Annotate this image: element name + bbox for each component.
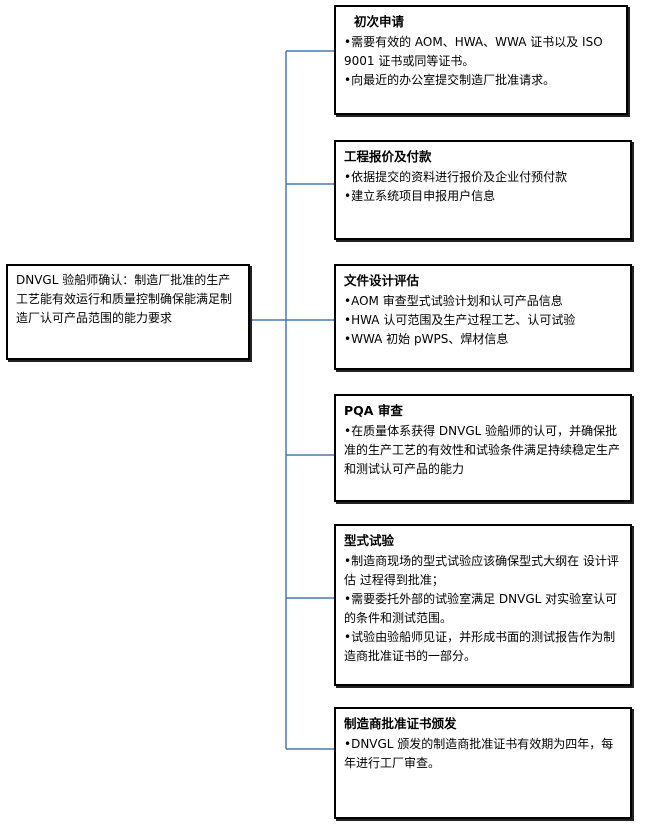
root-node: DNVGL 验船师确认：制造厂批准的生产工艺能有效运行和质量控制确保能满足制造厂…	[6, 264, 250, 360]
step-type-test: 型式试验 •制造商现场的型式试验应该确保型式大纲在 设计评估 过程得到批准； •…	[334, 524, 632, 686]
step-title: 文件设计评估	[344, 273, 420, 288]
step-initial-application: 初次申请 •需要有效的 AOM、HWA、WWA 证书以及 ISO 9001 证书…	[334, 5, 628, 115]
step-bullet: •需要有效的 AOM、HWA、WWA 证书以及 ISO 9001 证书或同等证书…	[344, 35, 603, 68]
step-bullet: •依据提交的资料进行报价及企业付预付款	[344, 170, 568, 184]
step-bullet: •需要委托外部的试验室满足 DNVGL 对实验室认可的条件和测试范围。	[344, 592, 618, 625]
step-bullet: •向最近的办公室提交制造厂批准请求。	[344, 73, 556, 87]
step-bullet: •制造商现场的型式试验应该确保型式大纲在 设计评估 过程得到批准；	[344, 554, 619, 587]
step-title: 工程报价及付款	[344, 149, 432, 164]
step-bullet: •AOM 审查型式试验计划和认可产品信息	[344, 294, 563, 308]
step-title: 制造商批准证书颁发	[344, 716, 457, 731]
step-quotation-payment: 工程报价及付款 •依据提交的资料进行报价及企业付预付款 •建立系统项目申报用户信…	[334, 140, 632, 240]
step-pqa-audit: PQA 审查 •在质量体系获得 DNVGL 验船师的认可，并确保批准的生产工艺的…	[334, 394, 632, 502]
step-bullet: •WWA 初始 pWPS、焊材信息	[344, 332, 509, 346]
step-bullet: •DNVGL 颁发的制造商批准证书有效期为四年，每年进行工厂审查。	[344, 737, 614, 770]
step-title: PQA 审查	[344, 403, 403, 418]
root-node-text: DNVGL 验船师确认：制造厂批准的生产工艺能有效运行和质量控制确保能满足制造厂…	[16, 273, 233, 325]
step-bullet: •HWA 认可范围及生产过程工艺、认可试验	[344, 313, 576, 327]
step-bullet: •在质量体系获得 DNVGL 验船师的认可，并确保批准的生产工艺的有效性和试验条…	[344, 424, 621, 476]
step-title: 初次申请	[354, 14, 405, 29]
step-bullet: •建立系统项目申报用户信息	[344, 189, 496, 203]
step-title: 型式试验	[344, 533, 395, 548]
step-bullet: •试验由验船师见证，并形成书面的测试报告作为制造商批准证书的一部分。	[344, 630, 616, 663]
step-certificate-issuance: 制造商批准证书颁发 •DNVGL 颁发的制造商批准证书有效期为四年，每年进行工厂…	[334, 707, 632, 819]
step-document-design-assessment: 文件设计评估 •AOM 审查型式试验计划和认可产品信息 •HWA 认可范围及生产…	[334, 264, 632, 370]
